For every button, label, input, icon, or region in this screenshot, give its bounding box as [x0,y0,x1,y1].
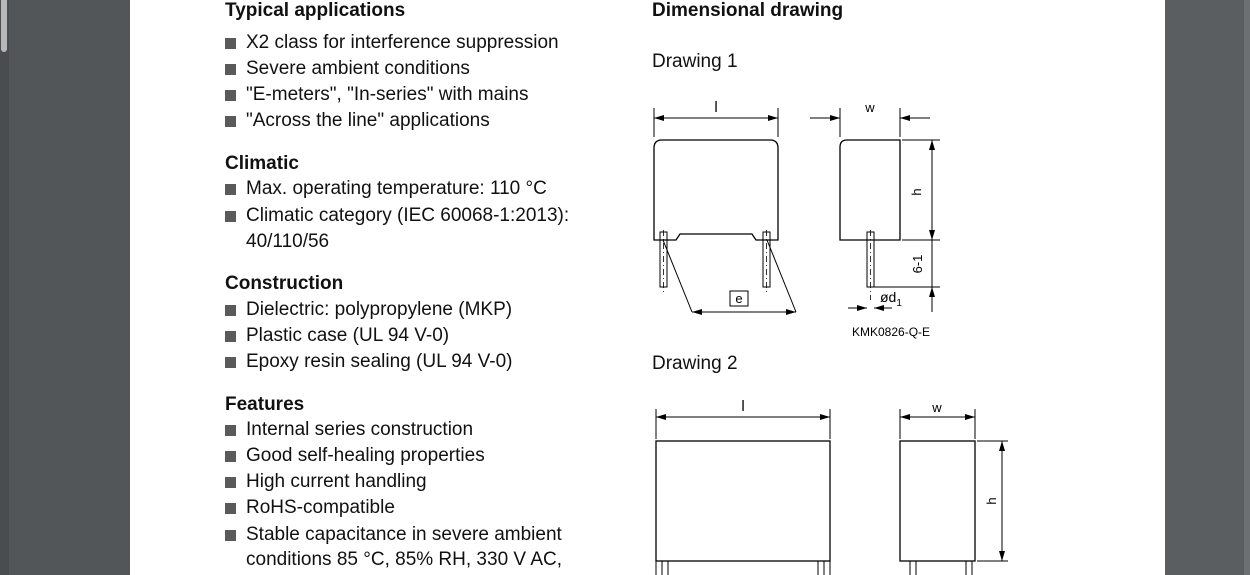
bullet-icon [225,477,236,488]
label-l: l [714,99,717,116]
capacitor-body-front-2 [655,440,831,562]
bullet-icon [225,530,236,541]
bullet-icon [225,305,236,316]
bullet-icon [225,38,236,49]
label-w-2: w [931,400,942,415]
bullet-icon [225,503,236,514]
viewer-background-right [1165,0,1250,575]
label-l-2: l [741,398,744,415]
label-w: w [864,100,875,115]
bullet-icon [225,211,236,222]
bullet-icon [225,451,236,462]
construction-heading: Construction [225,273,344,294]
bullet-icon [225,64,236,75]
drawing-1-figure: l w e h 6-1 ød1 KMK0826-Q-E [653,99,940,339]
typical-applications-heading: Typical applications [225,0,406,21]
bullet-icon [225,357,236,368]
capacitor-body-side-2 [899,440,976,562]
right-scrollbar[interactable] [1244,0,1250,575]
capacitor-body-side [839,139,901,241]
bullet-icon [225,331,236,342]
e-box [729,290,749,307]
left-scrollbar[interactable] [0,0,9,575]
label-h-2: h [984,497,999,504]
label-lead-length: 6-1 [910,255,925,274]
label-h: h [909,188,924,195]
bullet-icon [225,184,236,195]
label-e: e [735,291,742,306]
climatic-heading: Climatic [225,153,299,174]
drawing-2-label: Drawing 2 [652,353,738,374]
capacitor-body-front [653,139,779,241]
bullet-icon [225,116,236,127]
label-diameter: ød1 [880,289,902,309]
drawing-1-label: Drawing 1 [652,51,738,72]
drawing-2-figure: l w h [655,398,1008,575]
features-heading: Features [225,394,305,415]
dimensional-drawing-heading: Dimensional drawing [652,0,844,21]
bullet-icon [225,425,236,436]
drawing-code: KMK0826-Q-E [852,325,930,339]
document-page: Typical applications X2 class for interf… [130,0,1165,575]
left-scrollbar-thumb[interactable] [1,0,7,52]
bullet-icon [225,90,236,101]
